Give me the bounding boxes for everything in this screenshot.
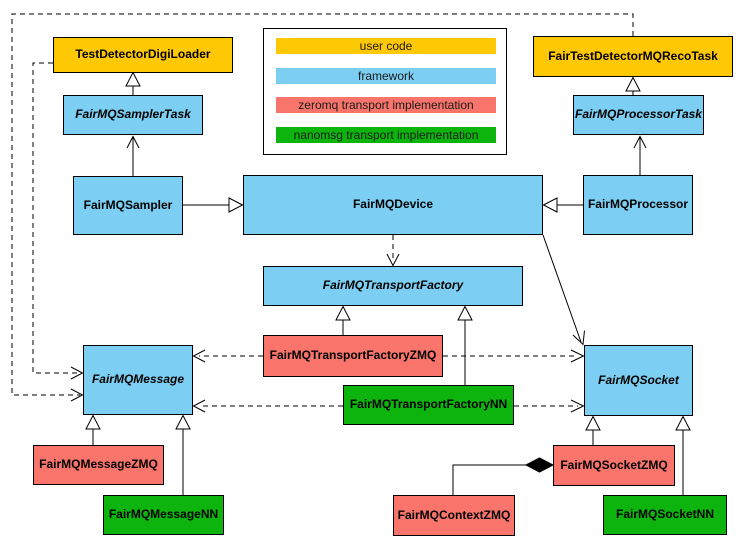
node-fairmqsampler: FairMQSampler [73, 176, 183, 235]
node-fairmqsocketnn: FairMQSocketNN [603, 495, 727, 535]
edge-device-socket [542, 234, 585, 346]
edge-processortask-recotask [625, 76, 641, 95]
node-fairmqprocessor: FairMQProcessor [583, 175, 693, 235]
edge-messagenn-message [175, 414, 191, 495]
edge-factorynn-factory [457, 305, 473, 385]
node-fairmqtransportfactorynn: FairMQTransportFactoryNN [343, 385, 514, 425]
edge-processor-device [542, 197, 583, 213]
edge-factorynn-message [192, 399, 343, 413]
node-fairmqtransportfactory: FairMQTransportFactory [263, 266, 523, 306]
node-fairmqmessagezmq: FairMQMessageZMQ [33, 445, 164, 485]
edge-socketnn-socket [675, 415, 691, 495]
legend-item-zeromq: zeromq transport implementation [276, 97, 496, 113]
edge-socketzmq-socket [585, 415, 601, 445]
legend: user code framework zeromq transport imp… [263, 28, 507, 155]
edge-digiloader-message [32, 62, 84, 380]
edge-factorynn-socket [514, 399, 585, 413]
edge-recotask-message [11, 13, 634, 402]
edge-sampler-device [183, 197, 244, 213]
node-fairmqtransportfactoryzmq: FairMQTransportFactoryZMQ [263, 335, 443, 377]
legend-item-nanomsg: nanomsg transport implementation [276, 127, 496, 143]
node-fairmqmessagenn: FairMQMessageNN [103, 495, 224, 535]
edge-factoryzmq-message [192, 349, 263, 363]
node-fairmqsamplertask: FairMQSamplerTask [63, 95, 203, 135]
node-fairmqcontextzmq: FairMQContextZMQ [393, 495, 515, 536]
node-fairmqsocketzmq: FairMQSocketZMQ [553, 445, 675, 486]
legend-item-framework: framework [276, 68, 496, 84]
legend-item-user-code: user code [276, 38, 496, 54]
edge-messagezmq-message [85, 414, 101, 445]
edge-contextzmq-socketzmq [452, 457, 555, 495]
node-fairmqprocessortask: FairMQProcessorTask [573, 95, 704, 135]
edge-samplertask-digiloader [125, 71, 141, 95]
edge-factoryzmq-factory [335, 305, 351, 335]
edge-processor-processortask [633, 135, 647, 175]
node-testdetectordigiloader: TestDetectorDigiLoader [53, 37, 233, 73]
edge-sampler-samplertask [126, 135, 140, 176]
edge-device-transportfactory [386, 235, 400, 267]
node-fairmqdevice: FairMQDevice [243, 175, 543, 235]
node-fairtestdetectormqrecotask: FairTestDetectorMQRecoTask [533, 36, 733, 77]
node-fairmqmessage: FairMQMessage [83, 345, 193, 415]
node-fairmqsocket: FairMQSocket [584, 345, 693, 416]
edge-factoryzmq-socket [443, 349, 585, 363]
